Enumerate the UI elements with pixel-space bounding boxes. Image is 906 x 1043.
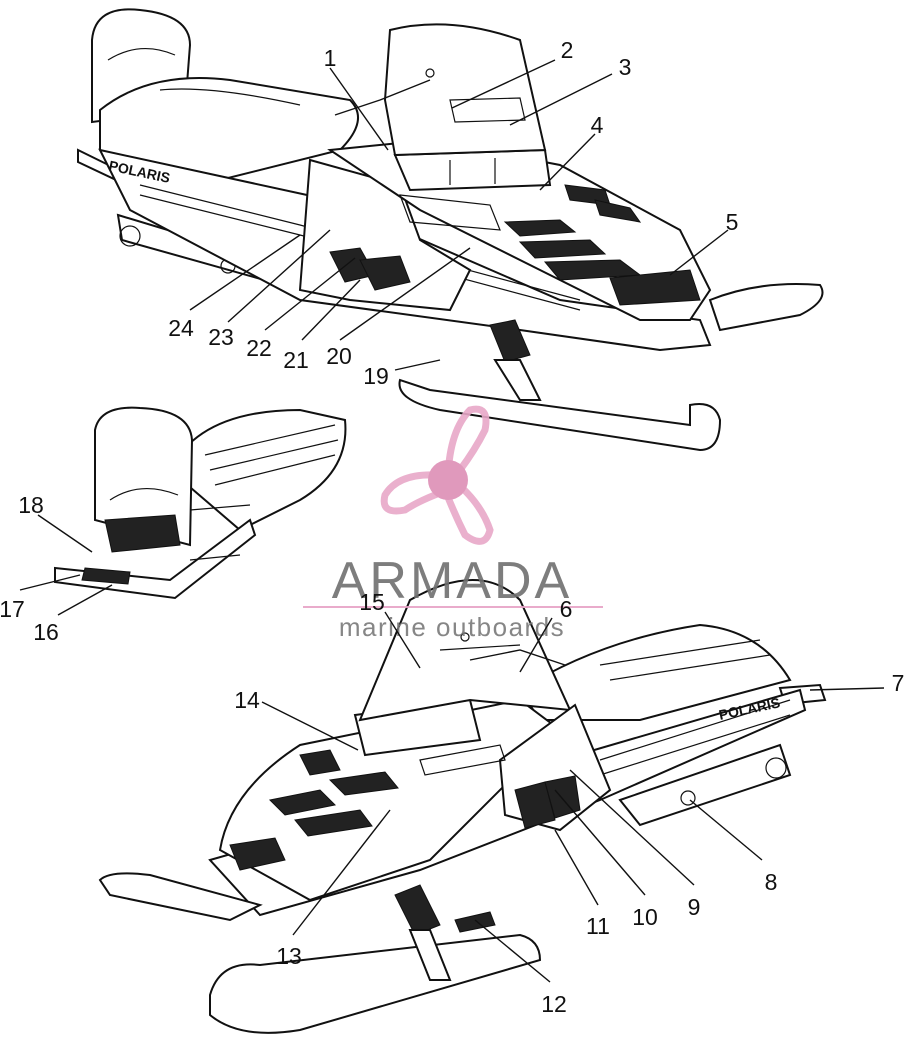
- watermark-tagline: marine outboards: [339, 612, 565, 642]
- snowmobile-top-view: POLARIS: [77, 8, 824, 452]
- callout-1: 1: [324, 45, 337, 71]
- callout-numbers: 1 2 3 4 5 6 7 8 9 10 11 12 13 14 15 16 1…: [0, 37, 904, 1017]
- callout-20: 20: [326, 343, 352, 369]
- watermark: ARMADA marine outboards: [303, 405, 603, 642]
- callout-4: 4: [591, 112, 604, 138]
- callout-19: 19: [363, 363, 389, 389]
- callout-2: 2: [561, 37, 574, 63]
- callout-5: 5: [726, 209, 739, 235]
- callout-21: 21: [283, 347, 309, 373]
- callout-18: 18: [18, 492, 44, 518]
- leader-lines: [19, 59, 885, 983]
- callout-6: 6: [560, 596, 573, 622]
- callout-16: 16: [33, 619, 59, 645]
- seat-assembly-view: [54, 406, 347, 600]
- callout-11: 11: [586, 913, 610, 939]
- callout-15: 15: [359, 589, 385, 615]
- propeller-logo-icon: [380, 405, 494, 545]
- callout-10: 10: [632, 904, 658, 930]
- callout-14: 14: [234, 687, 260, 713]
- callout-8: 8: [765, 869, 778, 895]
- callout-24: 24: [168, 315, 194, 341]
- callout-9: 9: [688, 894, 701, 920]
- watermark-name: ARMADA: [332, 552, 572, 610]
- callout-7: 7: [892, 670, 905, 696]
- callout-23: 23: [208, 324, 234, 350]
- snowmobile-bottom-view: POLARIS: [98, 579, 827, 1034]
- callout-17: 17: [0, 596, 25, 622]
- callout-22: 22: [246, 335, 272, 361]
- callout-3: 3: [619, 54, 632, 80]
- callout-13: 13: [276, 943, 302, 969]
- callout-12: 12: [541, 991, 567, 1017]
